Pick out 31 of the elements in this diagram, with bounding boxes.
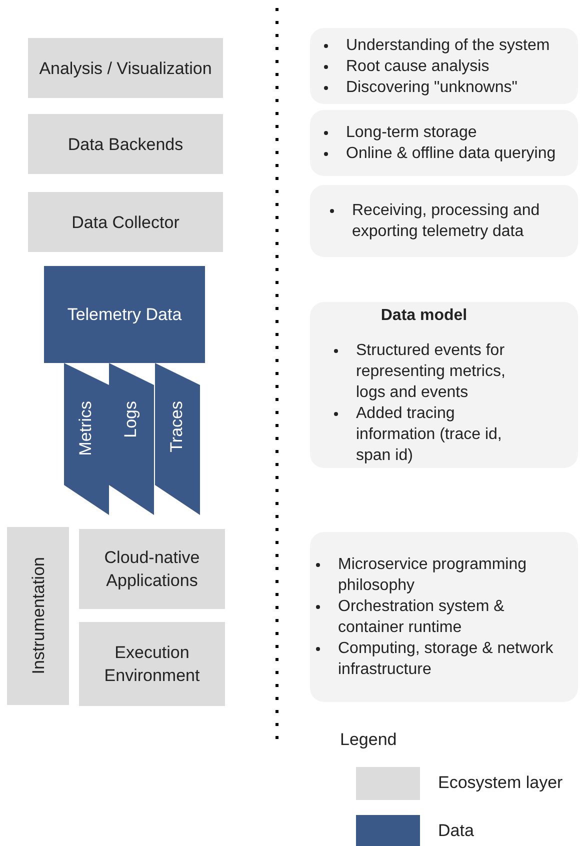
bullet-text: Orchestration system & container runtime <box>338 598 504 636</box>
bullet-text: Online & offline data querying <box>346 145 556 162</box>
bullet-text: Structured events for representing metrics, logs and events <box>356 342 506 400</box>
bullet-text: Long-term storage <box>346 124 477 141</box>
layer-box: Cloud-native Applications <box>79 529 225 609</box>
legend-text: Data <box>438 821 474 841</box>
tab-label: Logs <box>121 401 141 438</box>
layer-box: Execution Environment <box>79 622 225 706</box>
tab-label: Traces <box>167 401 187 452</box>
layer-box <box>7 527 69 705</box>
description-panel <box>310 110 578 176</box>
layer-box: Telemetry Data <box>44 266 205 363</box>
legend-text: Ecosystem layer <box>438 773 563 793</box>
panel-heading: Data model <box>380 306 468 326</box>
bullet-text: Discovering "unknowns" <box>346 78 518 96</box>
bullet-text: Understanding of the system <box>346 36 550 54</box>
layer-box: Analysis / Visualization <box>28 38 223 98</box>
description-panel <box>310 532 578 702</box>
bullet-text: Microservice programming philosophy <box>338 556 526 594</box>
description-panel <box>310 302 578 468</box>
tab-label: Metrics <box>76 401 96 456</box>
bullet-text: Computing, storage & network infrastructure <box>338 640 554 678</box>
vertical-label: Instrumentation <box>28 557 48 675</box>
bullet-text: Root cause analysis <box>346 58 490 74</box>
bullet-text: Added tracing information (trace id, span id) <box>356 404 502 464</box>
description-panel <box>310 28 578 104</box>
bullet-text: Receiving, processing and exporting telemetry data <box>352 202 540 240</box>
legend-title: Legend <box>340 730 397 750</box>
description-panel <box>310 185 578 257</box>
layer-box: Data Collector <box>28 192 223 252</box>
layer-box: Data Backends <box>28 114 223 174</box>
